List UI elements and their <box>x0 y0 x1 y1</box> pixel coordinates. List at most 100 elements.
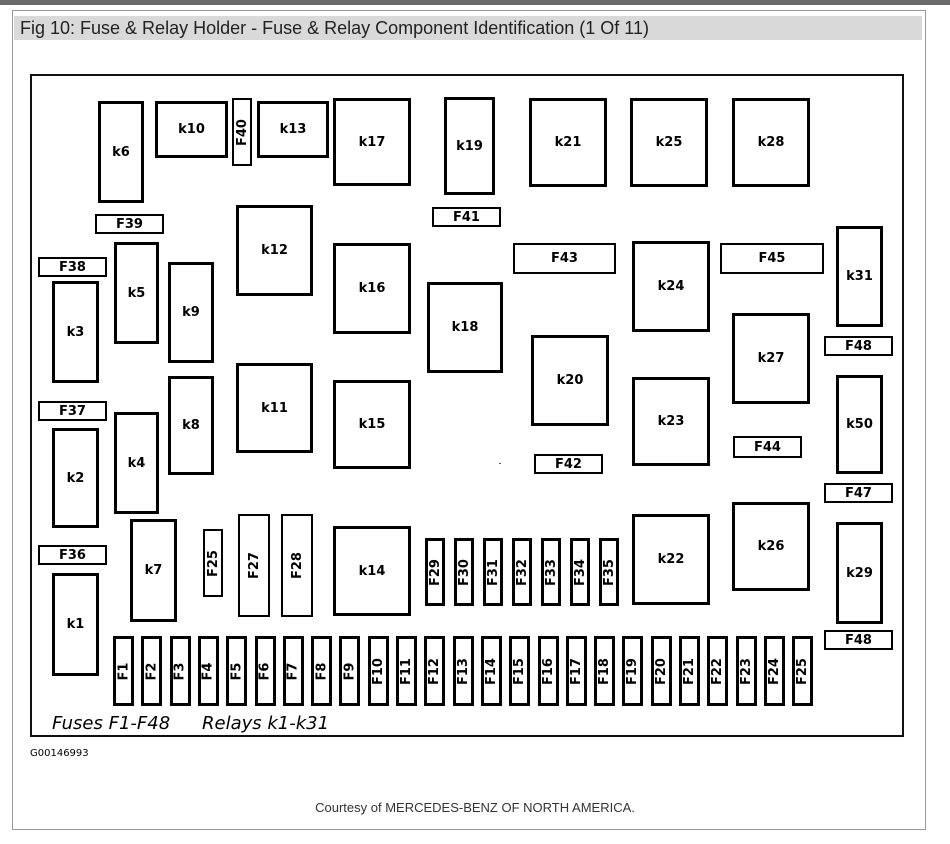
component-label: F25 <box>795 657 811 685</box>
component-label: F8 <box>314 662 330 680</box>
fuse-f11: F11 <box>396 636 417 706</box>
fuse-f22: F22 <box>707 636 729 706</box>
relay-k7: k7 <box>130 519 177 622</box>
figure-title: Fig 10: Fuse & Relay Holder - Fuse & Rel… <box>20 18 649 38</box>
component-label: F6 <box>257 662 273 680</box>
component-label: F37 <box>59 403 86 419</box>
fuse-f14: F14 <box>480 636 502 706</box>
component-label: F9 <box>342 662 358 680</box>
relay-k29: k29 <box>836 522 883 624</box>
component-label: F31 <box>485 558 501 586</box>
component-label: k23 <box>657 414 685 429</box>
component-label: F2 <box>144 662 160 680</box>
fuse-f36: F36 <box>38 545 107 565</box>
fuse-f19: F19 <box>622 636 644 706</box>
fuse-f33: F33 <box>541 538 561 606</box>
fuse-f27: F27 <box>238 514 270 617</box>
fuse-f5: F5 <box>226 636 248 706</box>
component-label: k7 <box>144 563 163 578</box>
relay-k3: k3 <box>52 281 99 383</box>
relay-k24: k24 <box>632 241 710 332</box>
relay-k4: k4 <box>114 412 159 514</box>
fuse-f39: F39 <box>95 214 164 234</box>
fuse-f9: F9 <box>339 636 361 706</box>
component-label: k18 <box>451 320 479 335</box>
fuse-f48: F48 <box>824 630 893 650</box>
relay-k14: k14 <box>333 526 411 616</box>
component-label: k50 <box>846 417 873 432</box>
relay-k22: k22 <box>632 514 710 605</box>
legend-relays: Relays k1-k31 <box>202 713 330 734</box>
component-label: F15 <box>512 657 528 685</box>
component-label: F16 <box>540 657 556 685</box>
relay-k28: k28 <box>732 98 810 187</box>
fuse-f2: F2 <box>141 636 163 706</box>
component-label: F20 <box>653 657 669 685</box>
component-label: F48 <box>845 338 872 354</box>
component-label: k3 <box>66 324 85 340</box>
component-label: F23 <box>738 657 754 685</box>
speck <box>499 463 501 464</box>
component-label: F47 <box>845 485 872 501</box>
component-label: F10 <box>370 657 386 685</box>
relay-k50: k50 <box>836 375 883 474</box>
figure-id: G00146993 <box>30 748 89 759</box>
component-label: k19 <box>456 138 483 154</box>
component-label: k16 <box>358 281 386 296</box>
component-label: F40 <box>234 118 250 146</box>
component-label: F24 <box>766 657 782 685</box>
component-label: k4 <box>127 455 146 471</box>
component-label: k14 <box>358 563 386 579</box>
fuse-f1: F1 <box>113 636 134 706</box>
component-label: F41 <box>453 209 480 225</box>
fuse-f8: F8 <box>311 636 333 706</box>
component-label: F7 <box>285 662 301 680</box>
title-bar <box>14 16 922 40</box>
component-label: F44 <box>754 439 781 455</box>
relay-k10: k10 <box>155 101 228 158</box>
fuse-f4: F4 <box>197 636 219 706</box>
top-border <box>0 0 950 5</box>
component-label: k26 <box>757 539 785 554</box>
component-label: F17 <box>568 657 584 685</box>
component-label: F30 <box>456 558 472 586</box>
component-label: F14 <box>483 657 499 685</box>
relay-k8: k8 <box>168 376 214 475</box>
fuse-f3: F3 <box>169 636 191 706</box>
fuse-f42: F42 <box>534 454 603 474</box>
component-label: F36 <box>59 547 86 563</box>
fuse-f23: F23 <box>735 636 757 706</box>
component-label: k5 <box>127 285 146 301</box>
component-label: k25 <box>655 135 683 150</box>
component-label: F27 <box>246 552 262 579</box>
relay-k19: k19 <box>444 97 495 195</box>
relay-k25: k25 <box>630 98 708 187</box>
fuse-f47: F47 <box>824 483 893 503</box>
component-label: k27 <box>757 351 785 366</box>
fuse-f24: F24 <box>763 636 785 706</box>
component-label: k20 <box>556 373 584 388</box>
component-label: k1 <box>66 617 85 632</box>
component-label: F25 <box>205 549 221 577</box>
relay-k31: k31 <box>836 226 883 327</box>
relay-k5: k5 <box>114 242 159 344</box>
fuse-f12: F12 <box>424 636 446 706</box>
fuse-f40: F40 <box>232 98 252 166</box>
fuse-f7: F7 <box>282 636 304 706</box>
component-label: k6 <box>112 144 130 160</box>
fuse-f38: F38 <box>38 257 107 277</box>
relay-k13: k13 <box>257 101 329 158</box>
component-label: F39 <box>116 216 143 232</box>
relay-k1: k1 <box>52 573 99 676</box>
component-label: F22 <box>710 657 726 685</box>
relay-k12: k12 <box>236 205 313 296</box>
component-label: F38 <box>59 259 86 275</box>
component-label: F29 <box>427 558 443 586</box>
fuse-relay-holder-diagram <box>30 74 904 737</box>
legend-fuses: Fuses F1-F48 <box>52 713 171 734</box>
component-label: k31 <box>846 269 873 284</box>
fuse-f13: F13 <box>452 636 474 706</box>
courtesy-note: Courtesy of MERCEDES-BENZ OF NORTH AMERI… <box>315 800 635 815</box>
relay-k16: k16 <box>333 243 411 334</box>
component-label: k17 <box>358 134 386 150</box>
